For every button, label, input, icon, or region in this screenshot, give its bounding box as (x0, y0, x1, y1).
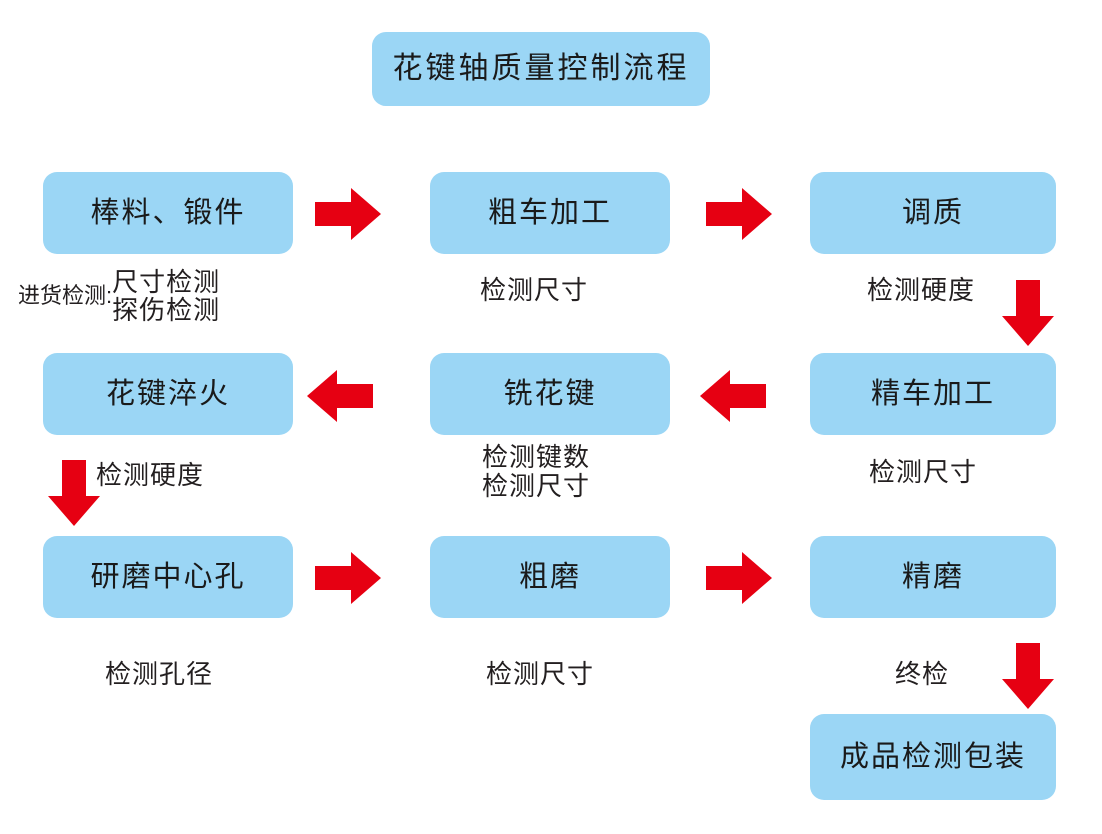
caption-line: 探伤检测 (112, 295, 221, 326)
caption-line: 检测尺寸 (482, 471, 591, 502)
node-spline-milling[interactable]: 铣花键 (430, 353, 670, 435)
node-center-hole-grinding[interactable]: 研磨中心孔 (43, 536, 293, 618)
node-spline-quenching[interactable]: 花键淬火 (43, 353, 293, 435)
arrow-down-icon (1000, 280, 1056, 346)
caption-lines: 尺寸检测 探伤检测 (112, 268, 220, 324)
caption-incoming-inspection: 进货检测: 尺寸检测 探伤检测 (18, 268, 220, 324)
node-label: 调质 (901, 196, 964, 229)
node-label: 粗车加工 (487, 196, 612, 229)
node-label: 精磨 (901, 560, 964, 593)
caption-measure-dimension-r3: 检测尺寸 (486, 659, 595, 689)
arrow-down-icon (1000, 643, 1056, 709)
caption-lead: 进货检测: (18, 282, 113, 308)
node-finish-turning[interactable]: 精车加工 (810, 353, 1056, 435)
arrow-left-icon (307, 368, 373, 424)
caption-milling-checks: 检测键数 检测尺寸 (482, 442, 591, 502)
caption-line: 检测硬度 (96, 460, 205, 490)
node-rough-turning[interactable]: 粗车加工 (430, 172, 670, 254)
caption-measure-hardness-r2: 检测硬度 (96, 460, 205, 490)
chart-title-label: 花键轴质量控制流程 (392, 52, 690, 85)
node-label: 成品检测包装 (839, 740, 1026, 773)
caption-line: 尺寸检测 (112, 267, 221, 297)
caption-measure-hardness-r1: 检测硬度 (867, 275, 976, 305)
node-label: 铣花键 (503, 377, 597, 410)
node-label: 花键淬火 (105, 377, 230, 410)
caption-measure-hole-diameter: 检测孔径 (105, 659, 214, 689)
node-label: 棒料、锻件 (90, 196, 246, 229)
arrow-down-icon (46, 460, 102, 526)
node-rough-grinding[interactable]: 粗磨 (430, 536, 670, 618)
arrow-right-icon (315, 186, 381, 242)
node-finish-grinding[interactable]: 精磨 (810, 536, 1056, 618)
node-quench-temper[interactable]: 调质 (810, 172, 1056, 254)
node-label: 精车加工 (870, 377, 995, 410)
caption-line: 检测尺寸 (480, 275, 589, 305)
caption-measure-dimension-r1: 检测尺寸 (480, 275, 589, 305)
arrow-right-icon (706, 186, 772, 242)
node-final-inspection-packaging[interactable]: 成品检测包装 (810, 714, 1056, 800)
caption-line: 检测硬度 (867, 275, 976, 305)
node-label: 研磨中心孔 (90, 560, 246, 593)
arrow-left-icon (700, 368, 766, 424)
node-label: 粗磨 (518, 560, 581, 593)
caption-line: 终检 (895, 659, 950, 689)
caption-line: 检测尺寸 (869, 457, 978, 487)
node-raw-material[interactable]: 棒料、锻件 (43, 172, 293, 254)
caption-line: 检测尺寸 (486, 659, 595, 689)
caption-final-inspection: 终检 (895, 659, 950, 689)
caption-line: 检测孔径 (105, 659, 214, 689)
caption-measure-dimension-r2: 检测尺寸 (869, 457, 978, 487)
arrow-right-icon (315, 550, 381, 606)
chart-title-box: 花键轴质量控制流程 (372, 32, 710, 106)
arrow-right-icon (706, 550, 772, 606)
caption-line: 检测键数 (482, 442, 591, 472)
